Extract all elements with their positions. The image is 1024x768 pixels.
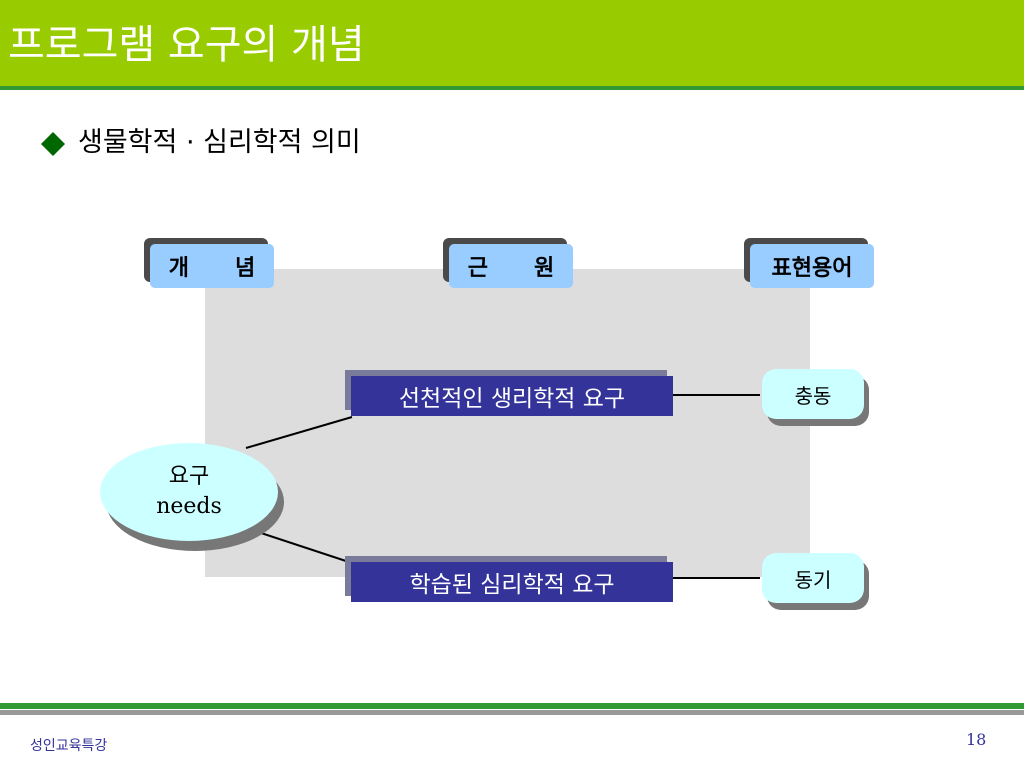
header-origin: 근 원 [443,238,573,288]
source-innate-label: 선천적인 생리학적 요구 [351,376,673,416]
connector-needs-to-learned [245,527,353,564]
header-origin-label: 근 원 [449,244,573,288]
needs-ellipse-face: 요구 needs [100,443,278,541]
connector-needs-to-innate [245,416,353,449]
term-motive-label: 동기 [762,553,864,603]
header-expression: 표현용어 [744,238,874,288]
header-expression-label: 표현용어 [750,244,874,288]
source-learned-label: 학습된 심리학적 요구 [351,562,673,602]
source-learned-box: 학습된 심리학적 요구 [345,556,673,602]
term-drive: 충동 [762,369,869,426]
slide-title: 프로그램 요구의 개념 [8,22,365,68]
footer-rule-gray [0,710,1024,715]
diamond-bullet-icon [41,132,65,156]
term-motive: 동기 [762,553,869,610]
needs-label-english: needs [156,494,222,519]
header-concept: 개 념 [144,238,274,288]
slide-subtitle: 생물학적 · 심리학적 의미 [78,127,361,158]
source-innate-box: 선천적인 생리학적 요구 [345,370,673,416]
header-concept-label: 개 념 [150,244,274,288]
needs-label-korean: 요구 [168,464,210,489]
footer-course-name: 성인교육특강 [30,738,108,754]
term-drive-label: 충동 [762,369,864,419]
diagram-background-panel [205,269,810,577]
title-underline [0,86,1024,90]
page-number: 18 [966,730,987,749]
title-bar [0,0,1024,86]
needs-ellipse: 요구 needs [100,443,290,553]
footer-rule-green [0,703,1024,709]
